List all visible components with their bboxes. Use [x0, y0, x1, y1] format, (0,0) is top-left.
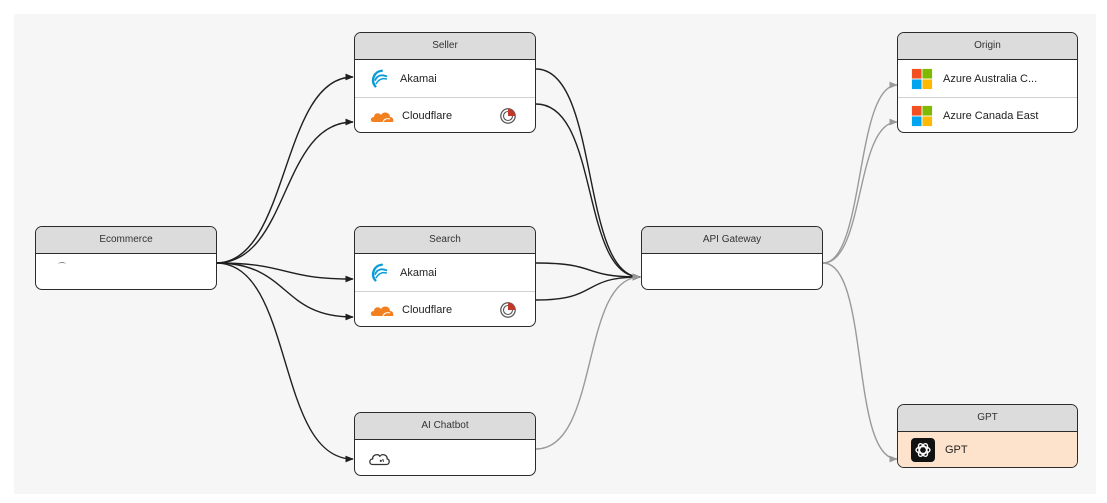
node-gpt[interactable]: GPT GPT	[897, 404, 1078, 468]
openai-icon	[911, 438, 935, 462]
akamai-icon	[371, 263, 388, 282]
cloud-bot-icon	[369, 453, 390, 465]
radar-badge-icon	[500, 108, 516, 124]
row-akamai[interactable]: Akamai	[355, 60, 535, 97]
loading-spinner-icon	[58, 262, 66, 266]
row-label: GPT	[945, 444, 968, 456]
row-label: Azure Australia C...	[943, 72, 1038, 85]
cloudflare-icon	[370, 112, 394, 123]
row-label: Cloudflare	[402, 304, 453, 316]
row-label: Akamai	[400, 266, 437, 279]
node-ecommerce[interactable]: Ecommerce	[35, 226, 217, 290]
node-title: Search	[355, 227, 535, 254]
cloudflare-icon	[370, 306, 394, 317]
node-search[interactable]: Search Akamai Cloudflare	[354, 226, 536, 327]
row-cloudflare[interactable]: Cloudflare	[355, 97, 535, 132]
node-api-gateway[interactable]: API Gateway	[641, 226, 823, 290]
row-label: Azure Canada East	[943, 110, 1039, 122]
node-title: Seller	[355, 33, 535, 60]
node-origin[interactable]: Origin Azure Australia C... Azure Canada…	[897, 32, 1078, 133]
node-title: GPT	[898, 405, 1077, 432]
microsoft-icon	[911, 68, 933, 89]
row-label: Akamai	[400, 72, 437, 85]
node-title: Origin	[898, 33, 1077, 60]
row-azure-australia[interactable]: Azure Australia C...	[898, 60, 1077, 97]
node-ai-chatbot[interactable]: AI Chatbot	[354, 412, 536, 476]
node-title: API Gateway	[642, 227, 822, 254]
node-seller[interactable]: Seller Akamai Cloudflare	[354, 32, 536, 133]
row-akamai[interactable]: Akamai	[355, 254, 535, 291]
radar-badge-icon	[500, 302, 516, 318]
node-title: Ecommerce	[36, 227, 216, 254]
row-cloud-bot[interactable]	[355, 440, 535, 475]
akamai-icon	[371, 69, 388, 88]
row-label: Cloudflare	[402, 110, 453, 122]
node-title: AI Chatbot	[355, 413, 535, 440]
microsoft-icon	[911, 105, 933, 127]
row-gpt[interactable]: GPT	[898, 432, 1077, 467]
row-azure-canada[interactable]: Azure Canada East	[898, 97, 1077, 132]
row-cloudflare[interactable]: Cloudflare	[355, 291, 535, 326]
